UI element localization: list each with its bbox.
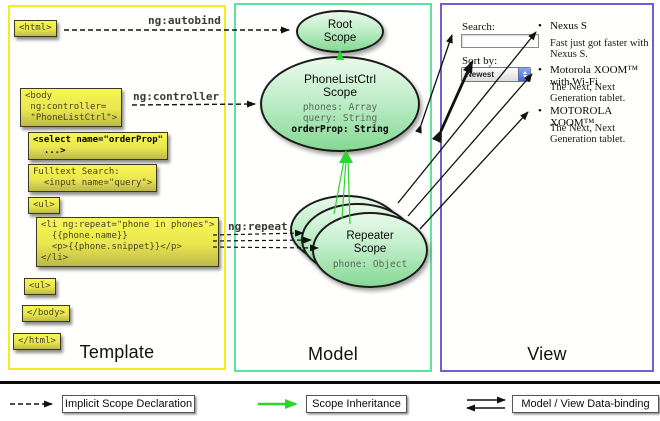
phone-item-name: MOTOROLA XOOM™ [550,105,612,129]
legend-implicit-scope: Implicit Scope Declaration [62,395,195,413]
phone-item-name: Nexus S [550,20,587,32]
legend-scope-inheritance: Scope Inheritance [306,395,407,413]
code-box-ul-second: <ul> [24,278,56,295]
phonelistctrl-scope-orderprop: orderProp: String [291,124,389,135]
legend-divider [0,381,660,384]
bullet-icon: • [538,64,542,76]
sortby-label: Sort by: [462,55,498,67]
code-box-body-open: <body ng:controller= "PhoneListCtrl"> [20,88,123,127]
phone-item-name: Motorola XOOM™ with Wi-Fi [550,64,639,88]
root-scope-title: Root Scope [323,18,357,44]
view-panel: Search: Sort by: Newest • Nexus S Fast j… [440,3,654,372]
legend-databinding: Model / View Data-binding [512,395,659,413]
ng-autobind-label: ng:autobind [148,14,221,27]
search-label: Search: [462,21,495,33]
template-panel: <html> <body ng:controller= "PhoneListCt… [8,5,226,370]
code-box-html-open: <html> [14,20,57,37]
phonelistctrl-scope-title: PhoneListCtrl Scope [303,72,377,99]
code-box-ul-open: <ul> [28,197,60,214]
view-panel-title: View [527,344,567,364]
phone-item-snippet: Fast just got faster with Nexus S. [550,38,649,60]
repeater-scope-ellipse-front: Repeater Scope phone: Object [312,212,428,288]
ng-repeat-label: ng:repeat [228,220,288,233]
bullet-icon: • [538,20,542,32]
code-box-body-close: </body> [22,305,70,322]
repeater-scope-title: Repeater Scope [346,230,394,255]
sort-dropdown-value: Newest [466,70,495,79]
ng-controller-label: ng:controller [133,90,220,103]
phone-item-snippet: The Next, Next Generation tablet. [550,82,626,104]
repeater-scope-prop: phone: Object [332,259,408,270]
phone-item-snippet: The Next, Next Generation tablet. [550,123,626,145]
code-box-fulltext: Fulltext Search: <input name="query"> [28,164,158,192]
template-panel-title: Template [79,342,155,362]
search-input[interactable] [461,34,539,48]
code-box-li-repeat: <li ng:repeat="phone in phones"> {{phone… [36,217,220,267]
phonelistctrl-scope-ellipse: PhoneListCtrl Scope phones: Array query:… [260,56,420,152]
sort-dropdown[interactable]: Newest [461,67,531,82]
model-panel: Root Scope PhoneListCtrl Scope phones: A… [234,3,432,372]
root-scope-ellipse: Root Scope [296,10,384,53]
phonelistctrl-scope-props: phones: Array query: String [302,102,378,124]
code-box-select: <select name="orderProp" ...> [28,132,169,160]
dropdown-stepper-icon [518,68,530,81]
code-box-html-close: </html> [13,333,61,350]
model-panel-title: Model [307,344,359,364]
bullet-icon: • [538,105,542,117]
